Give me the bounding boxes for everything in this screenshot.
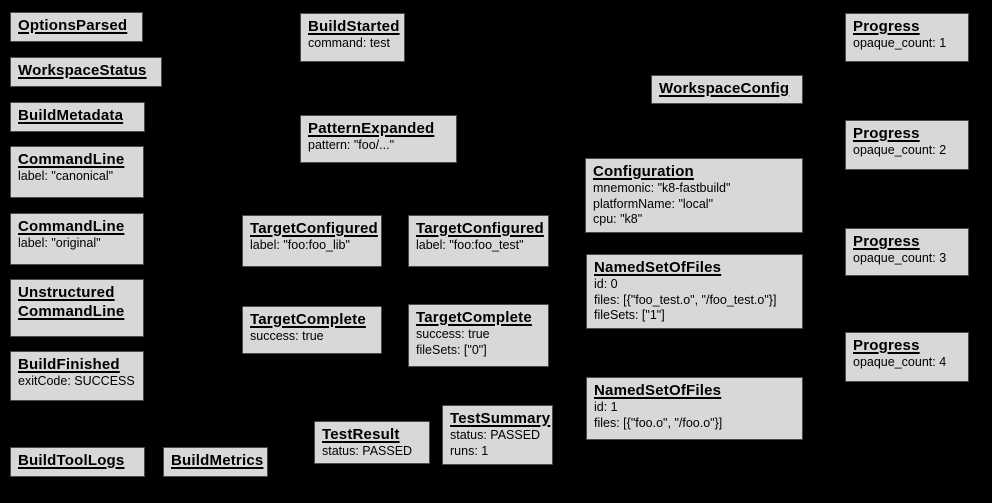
event-node-title: Progress: [853, 233, 920, 250]
event-node-title: BuildMetrics: [171, 452, 264, 469]
event-node-attribute: label: "foo:foo_test": [416, 238, 524, 252]
event-node-attribute: opaque_count: 1: [853, 36, 947, 50]
event-node: BuildToolLogs: [10, 447, 145, 477]
event-node-attribute: platformName: "local": [593, 196, 714, 211]
event-node-attribute: pattern: "foo/...": [308, 138, 395, 152]
event-node-title: CommandLine: [18, 151, 125, 168]
event-node-title: TargetComplete: [416, 309, 532, 326]
event-node: Unstructured CommandLine: [10, 279, 144, 337]
event-node: PatternExpanded pattern: "foo/...": [300, 115, 457, 163]
event-node-title: BuildFinished: [18, 356, 120, 373]
event-node-attribute: id: 1: [594, 400, 618, 414]
event-node-title: TargetComplete: [250, 311, 366, 328]
event-node-attribute: label: "original": [18, 236, 101, 250]
event-node-title: TargetConfigured: [250, 220, 378, 237]
event-node-title: OptionsParsed: [18, 17, 128, 34]
event-node: TestResult status: PASSED: [314, 421, 430, 464]
event-node-attribute: label: "canonical": [18, 169, 114, 183]
event-node-attribute: opaque_count: 2: [853, 143, 947, 157]
event-node-title: NamedSetOfFiles: [594, 259, 722, 276]
event-node: OptionsParsed: [10, 12, 143, 42]
event-node-attribute: fileSets: ["1"]: [594, 308, 665, 322]
event-node-title: Progress: [853, 125, 920, 142]
event-node-title: WorkspaceConfig: [659, 80, 790, 97]
event-node-title: Configuration: [593, 163, 694, 180]
event-node-attribute: command: test: [308, 36, 390, 50]
event-node-attribute: fileSets: ["0"]: [416, 342, 487, 357]
event-node-attribute: mnemonic: "k8-fastbuild": [593, 181, 731, 195]
event-node-attribute: files: [{"foo_test.o", "/foo_test.o"}]: [594, 292, 777, 307]
event-node-title: Progress: [853, 337, 920, 354]
event-node: TargetComplete success: true: [242, 306, 382, 354]
event-node: Progress opaque_count: 2: [845, 120, 969, 170]
event-node-attribute: success: true: [416, 327, 490, 341]
event-node-title: BuildStarted: [308, 18, 400, 35]
event-node: TargetConfigured label: "foo:foo_lib": [242, 215, 382, 267]
event-node-title: BuildMetadata: [18, 107, 124, 124]
event-node-attribute: status: PASSED: [322, 444, 413, 458]
event-node: BuildFinished exitCode: SUCCESS: [10, 351, 144, 401]
event-node-title: TestSummary: [450, 410, 551, 427]
event-node: CommandLine label: "original": [10, 213, 144, 265]
event-node: TargetConfigured label: "foo:foo_test": [408, 215, 549, 267]
event-node: WorkspaceStatus: [10, 57, 162, 87]
event-node-title: BuildToolLogs: [18, 452, 125, 469]
event-node-title: TestResult: [322, 426, 400, 443]
event-node-attribute: files: [{"foo.o", "/foo.o"}]: [594, 415, 723, 430]
event-node: BuildStarted command: test: [300, 13, 405, 62]
event-node-attribute: opaque_count: 3: [853, 251, 947, 265]
event-node-attribute: success: true: [250, 329, 324, 343]
event-node: Progress opaque_count: 4: [845, 332, 969, 382]
event-node-attribute: opaque_count: 4: [853, 355, 947, 369]
event-node-title: WorkspaceStatus: [18, 62, 147, 79]
event-node-title: CommandLine: [18, 218, 125, 235]
event-node-title: Unstructured CommandLine: [18, 284, 125, 320]
event-node: Configuration mnemonic: "k8-fastbuild"pl…: [585, 158, 803, 233]
event-node: WorkspaceConfig: [651, 75, 803, 104]
event-node-title: TargetConfigured: [416, 220, 544, 237]
event-node-title: NamedSetOfFiles: [594, 382, 722, 399]
event-node-attribute: exitCode: SUCCESS: [18, 374, 135, 388]
event-node-attribute: cpu: "k8": [593, 212, 643, 226]
event-node: Progress opaque_count: 3: [845, 228, 969, 276]
event-node: CommandLine label: "canonical": [10, 146, 144, 198]
event-node-attribute: id: 0: [594, 277, 618, 291]
event-node-attribute: runs: 1: [450, 443, 489, 458]
event-node-title: Progress: [853, 18, 920, 35]
event-node: Progress opaque_count: 1: [845, 13, 969, 62]
event-node: BuildMetrics: [163, 447, 268, 477]
event-node: BuildMetadata: [10, 102, 145, 132]
event-node-title: PatternExpanded: [308, 120, 435, 137]
event-node-attribute: status: PASSED: [450, 428, 541, 442]
event-node-attribute: label: "foo:foo_lib": [250, 238, 350, 252]
